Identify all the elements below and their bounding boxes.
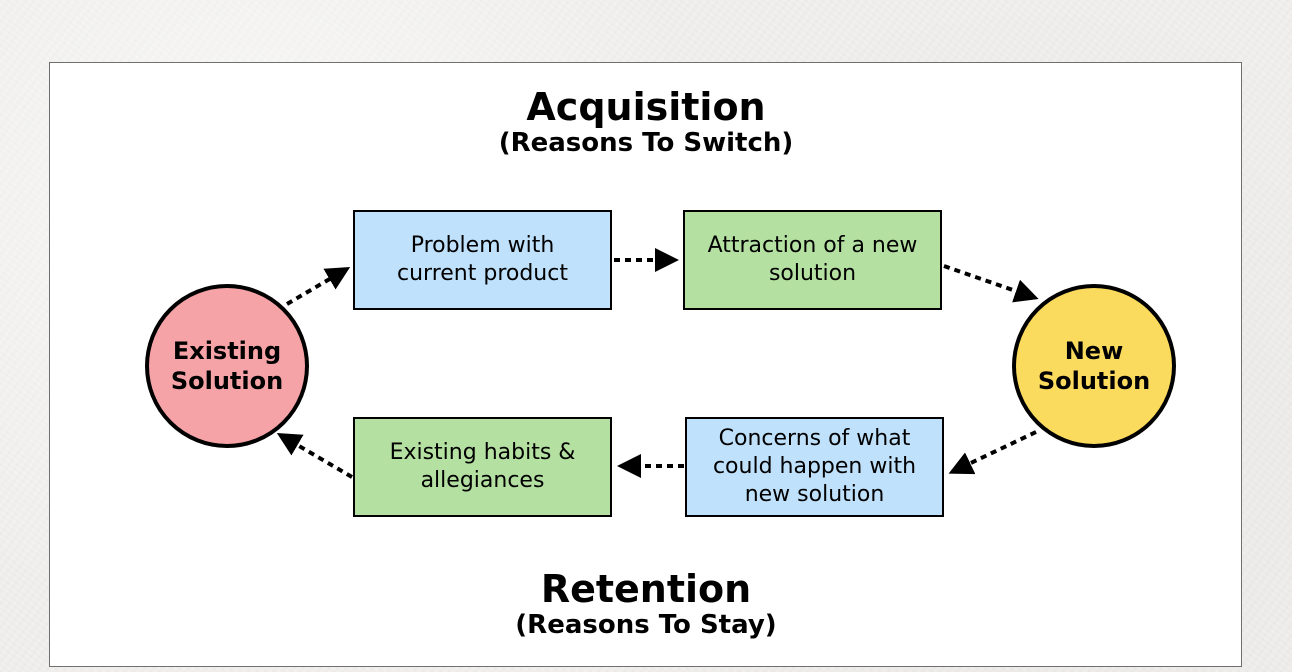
attraction-label: Attraction of a new solution [707,233,918,286]
retention-title: Retention [540,567,752,611]
concerns-box: Concerns of what could happen with new s… [685,417,944,517]
habits-label: Existing habits & allegiances [389,440,576,493]
existing-solution-circle: Existing Solution [145,284,309,448]
attraction-box: Attraction of a new solution [683,210,942,310]
existing-solution-label: Existing Solution [170,337,284,395]
new-solution-circle: New Solution [1012,284,1176,448]
problem-label: Problem with current product [397,233,568,286]
retention-subtitle: (Reasons To Stay) [515,610,777,640]
problem-box: Problem with current product [353,210,612,310]
retention-heading: Retention (Reasons To Stay) [0,568,1292,640]
concerns-label: Concerns of what could happen with new s… [712,426,917,507]
acquisition-title: Acquisition [526,85,766,129]
new-solution-label: New Solution [1037,337,1151,395]
habits-box: Existing habits & allegiances [353,417,612,517]
acquisition-subtitle: (Reasons To Switch) [498,128,794,158]
acquisition-heading: Acquisition (Reasons To Switch) [0,86,1292,158]
